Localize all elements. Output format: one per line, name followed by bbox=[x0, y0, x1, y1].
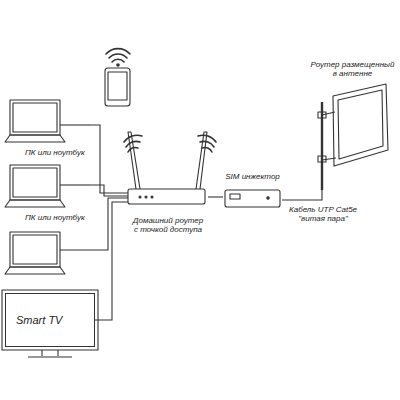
node-label: ПК или ноутбук bbox=[25, 213, 85, 222]
wire bbox=[60, 184, 90, 185]
antenna-router-node: Роутер размещенный в антенне bbox=[308, 60, 397, 190]
antenna-icon bbox=[318, 84, 388, 190]
cable-connector bbox=[90, 185, 128, 196]
laptop-icon bbox=[5, 232, 65, 274]
tablet-icon bbox=[105, 68, 130, 106]
laptop-icon bbox=[5, 165, 65, 207]
sim-injector-icon bbox=[225, 190, 280, 207]
node-label: ПК или ноутбук bbox=[25, 148, 85, 157]
node-label: Роутер размещенный в антенне bbox=[310, 60, 396, 78]
laptop-node: ПК или ноутбук bbox=[5, 163, 90, 223]
smart-tv-node: Smart TV bbox=[5, 293, 95, 347]
node-label: Smart TV bbox=[16, 314, 62, 327]
laptop-icon bbox=[5, 100, 65, 142]
cable-connector bbox=[95, 202, 128, 320]
cable-label: Кабель UTP Cat5e "витая пара" bbox=[280, 205, 366, 223]
cable-connector bbox=[282, 190, 322, 200]
sim-injector-node: SIM инжектор bbox=[223, 172, 282, 210]
cable-connector bbox=[208, 196, 223, 197]
home-router-node: Домашний роутер с точкой доступа bbox=[128, 186, 208, 234]
node-label: Домашний роутер с точкой доступа bbox=[132, 216, 204, 234]
laptop-node: ПК или ноутбук bbox=[5, 98, 90, 158]
wifi-icon bbox=[198, 135, 216, 152]
tv-stand bbox=[28, 350, 72, 357]
router-icon bbox=[128, 132, 207, 204]
tv-bezel bbox=[2, 290, 98, 350]
wire bbox=[60, 124, 90, 125]
tablet-screen bbox=[108, 72, 127, 100]
cable-connector bbox=[90, 125, 128, 193]
node-label: SIM инжектор bbox=[225, 172, 280, 181]
wire bbox=[60, 198, 128, 250]
wifi-icon bbox=[106, 49, 130, 66]
